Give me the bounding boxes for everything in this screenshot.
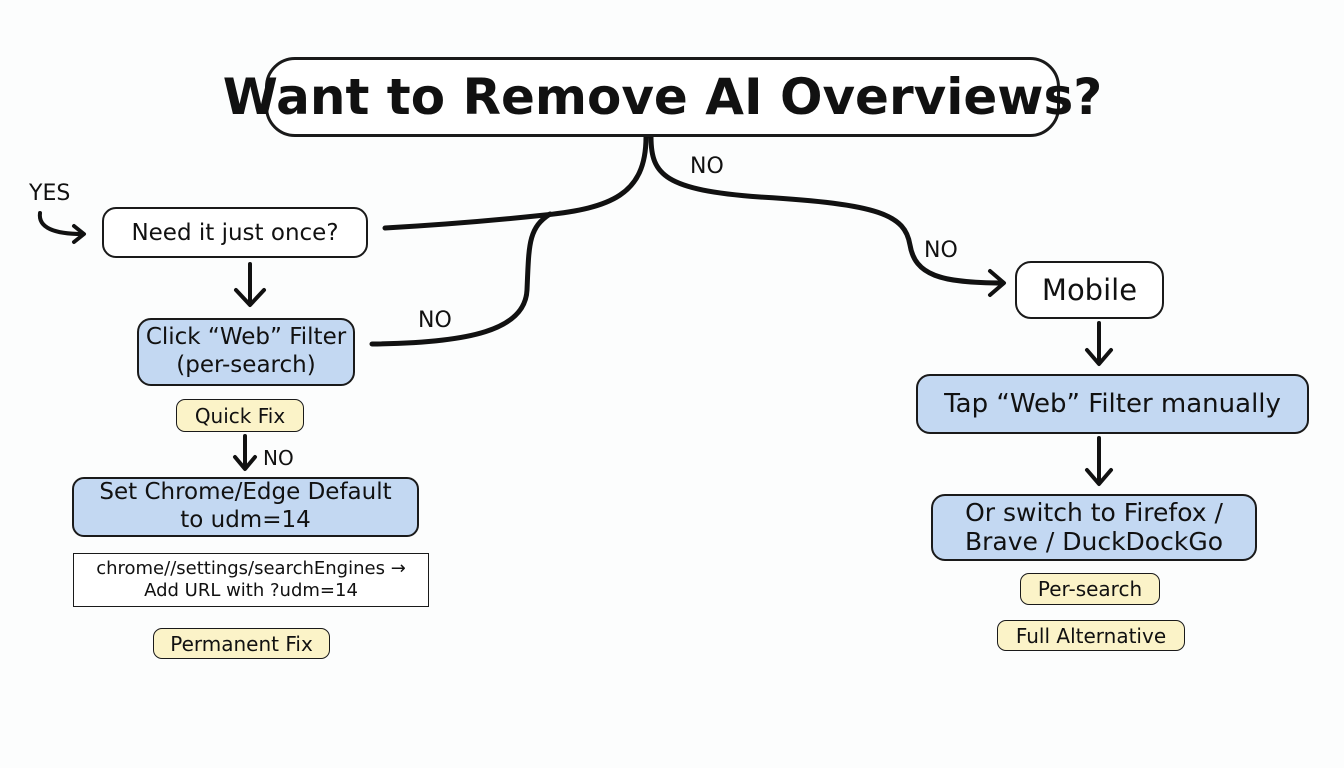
web-filter-box: Click “Web” Filter (per-search): [137, 318, 355, 386]
yes-arrow-head: [72, 224, 86, 244]
arrow-mobile-to-tap-head: [1085, 348, 1113, 366]
title-text: Want to Remove AI Overviews?: [222, 68, 1103, 126]
arrow-fix-to-default-head: [233, 455, 257, 471]
quick-fix-text: Quick Fix: [194, 403, 286, 428]
default-box: Set Chrome/Edge Default to udm=14: [72, 477, 419, 537]
instructions-line1: chrome//settings/searchEngines →: [96, 557, 406, 579]
web-filter-to-junction: [369, 211, 553, 347]
default-line2: to udm=14: [180, 507, 311, 533]
full-alternative-text: Full Alternative: [1015, 623, 1167, 648]
default-line1: Set Chrome/Edge Default: [99, 479, 392, 506]
arrow-question-to-filter-head: [234, 288, 266, 307]
instructions-line2: Add URL with ?udm=14: [144, 580, 358, 601]
tap-filter-box: Tap “Web” Filter manually: [916, 374, 1309, 434]
question-text: Need it just once?: [131, 219, 339, 246]
full-alternative-tag: Full Alternative: [997, 620, 1185, 651]
question-box: Need it just once?: [102, 207, 368, 258]
mobile-box: Mobile: [1015, 261, 1164, 319]
no-label-top: NO: [690, 154, 724, 179]
quick-fix-tag: Quick Fix: [176, 399, 304, 432]
yes-label: YES: [29, 181, 71, 206]
title-stem-left: [382, 134, 649, 231]
mobile-text: Mobile: [1041, 273, 1138, 307]
switch-box: Or switch to Firefox / Brave / DuckDockG…: [931, 494, 1257, 561]
switch-line1: Or switch to Firefox /: [965, 497, 1223, 527]
mobile-arrow-head: [988, 269, 1006, 297]
title-stem-right: [648, 134, 1006, 286]
no-label-middle: NO: [418, 308, 452, 333]
yes-arrow: [37, 211, 84, 236]
switch-line2: Brave / DuckDockGo: [965, 526, 1223, 556]
tap-filter-text: Tap “Web” Filter manually: [944, 389, 1281, 419]
permanent-fix-tag: Permanent Fix: [153, 628, 330, 659]
web-filter-line1: Click “Web” Filter: [145, 324, 347, 351]
permanent-fix-text: Permanent Fix: [170, 631, 313, 656]
instructions-box: chrome//settings/searchEngines → Add URL…: [73, 553, 429, 607]
no-label-left: NO: [263, 446, 294, 470]
no-label-right: NO: [924, 238, 958, 263]
title-box: Want to Remove AI Overviews?: [223, 57, 1102, 137]
web-filter-line2: (per-search): [176, 352, 316, 378]
arrow-tap-to-switch-head: [1085, 468, 1113, 486]
per-search-tag: Per-search: [1020, 573, 1160, 605]
per-search-text: Per-search: [1037, 577, 1143, 601]
